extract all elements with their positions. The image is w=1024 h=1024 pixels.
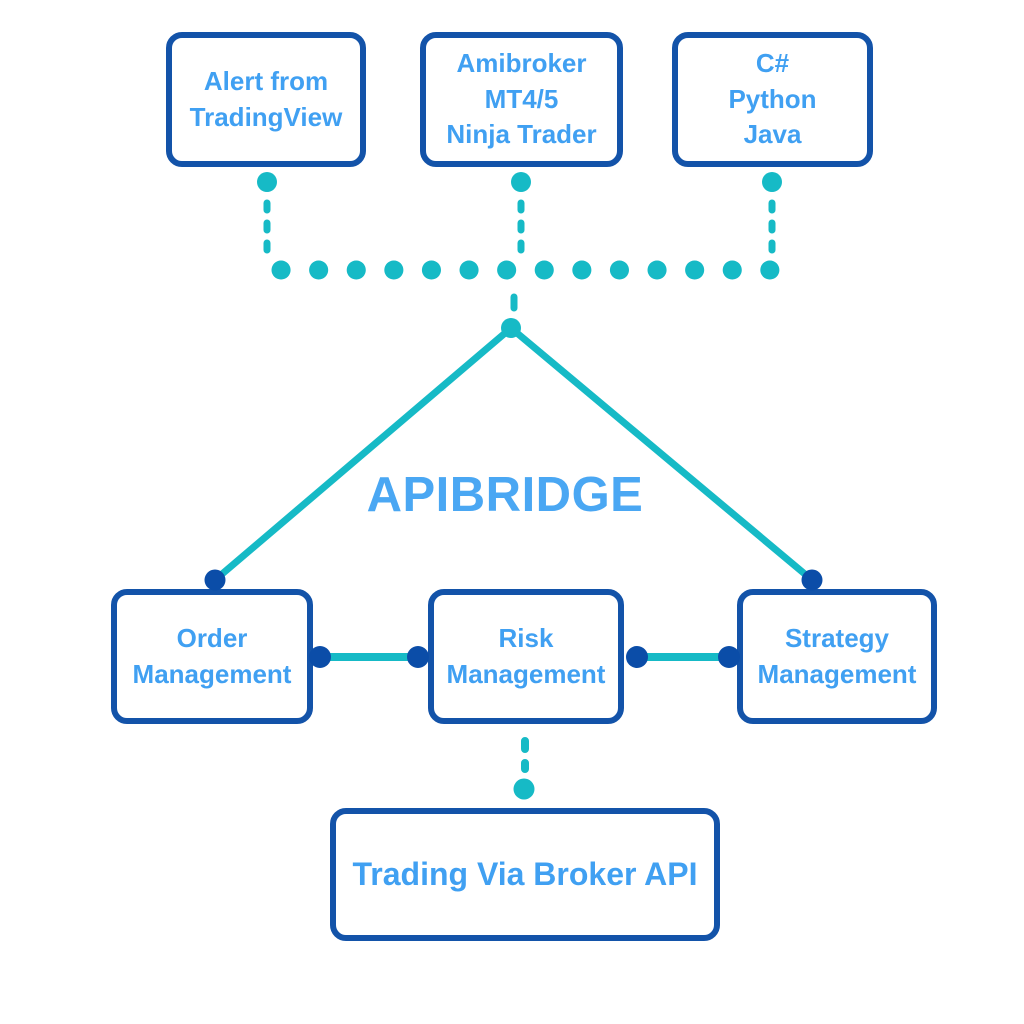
- node-label: Strategy Management: [757, 622, 917, 689]
- node-label: Amibroker MT4/5 Ninja Trader: [446, 47, 597, 150]
- apex-dot: [501, 318, 521, 338]
- apibridge-title: APIBRIDGE: [366, 468, 644, 522]
- line-apex-to-order: [211, 324, 515, 584]
- line-apex-to-strategy: [507, 324, 816, 584]
- teal-dot-under-source-1: [257, 172, 277, 192]
- node-risk-management: Risk Management: [428, 589, 624, 724]
- navy-dot-strategy-top: [801, 569, 823, 591]
- navy-dot-risk-right: [626, 646, 648, 668]
- node-label: C# Python Java: [728, 47, 817, 150]
- node-strategy-management: Strategy Management: [737, 589, 937, 724]
- navy-dot-order-top: [204, 569, 226, 591]
- node-label: Alert from TradingView: [189, 65, 343, 132]
- node-label: Order Management: [132, 622, 292, 689]
- teal-dot-above-output: [513, 778, 535, 800]
- node-label: Risk Management: [446, 622, 606, 689]
- teal-dot-under-source-3: [762, 172, 782, 192]
- node-trading-via-broker-api: Trading Via Broker API: [330, 808, 720, 941]
- node-amibroker-mt45-ninjatrader: Amibroker MT4/5 Ninja Trader: [420, 32, 623, 167]
- node-alert-from-tradingview: Alert from TradingView: [166, 32, 366, 167]
- navy-dot-risk-left: [407, 646, 429, 668]
- node-csharp-python-java: C# Python Java: [672, 32, 873, 167]
- node-label: Trading Via Broker API: [352, 855, 698, 892]
- node-order-management: Order Management: [111, 589, 313, 724]
- teal-dot-under-source-2: [511, 172, 531, 192]
